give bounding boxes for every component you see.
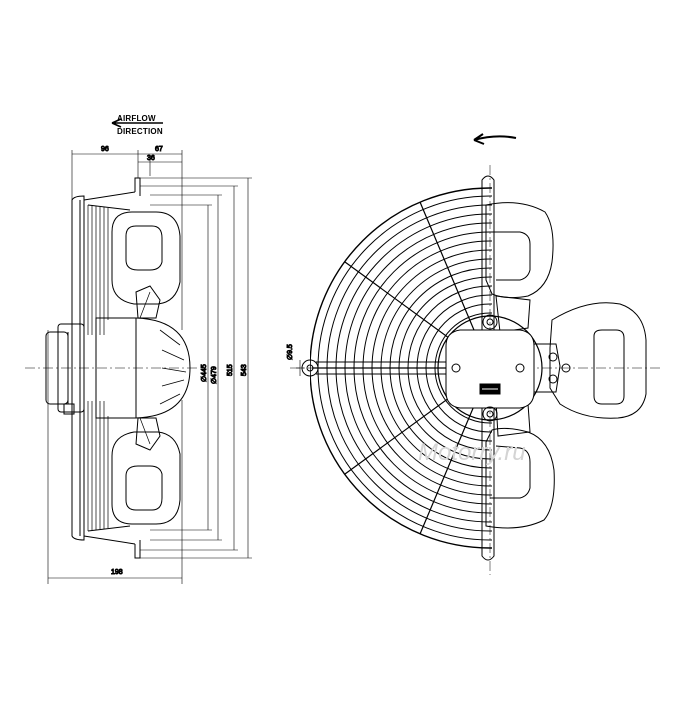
front-view: ∅9.5 xyxy=(287,133,660,575)
dim-67: 67 xyxy=(155,146,163,153)
side-motor xyxy=(45,317,191,419)
dim-543: 543 xyxy=(241,364,248,376)
mounting-arm xyxy=(301,359,460,377)
side-blade-lower xyxy=(111,417,181,525)
side-grille xyxy=(71,177,141,559)
dim-445: ∅445 xyxy=(201,364,208,382)
dim-479: ∅479 xyxy=(211,366,218,384)
dim-36: 36 xyxy=(147,155,155,162)
airflow-label-line2: DIRECTION xyxy=(117,127,163,136)
dim-515: 515 xyxy=(227,364,234,376)
airflow-arrow-icon xyxy=(111,118,163,128)
dim-96: 96 xyxy=(101,146,109,153)
side-grille-rods xyxy=(87,205,109,531)
front-hub xyxy=(437,314,571,422)
airflow-annotation: AIRFLOW DIRECTION xyxy=(111,114,163,136)
top-dimensions xyxy=(71,150,183,330)
side-blade-upper xyxy=(111,211,181,319)
airflow-label-line1: AIRFLOW xyxy=(117,114,156,123)
watermark-text: Motorry.ru xyxy=(418,439,526,466)
dim-198: 198 xyxy=(111,569,123,576)
dim-9-5: ∅9.5 xyxy=(287,344,294,360)
front-blade-upper xyxy=(485,202,554,333)
rotation-arrow-icon xyxy=(473,133,517,145)
diameter-dimensions xyxy=(138,177,252,559)
side-view: AIRFLOW DIRECTION 96 67 36 198 xyxy=(25,114,252,584)
